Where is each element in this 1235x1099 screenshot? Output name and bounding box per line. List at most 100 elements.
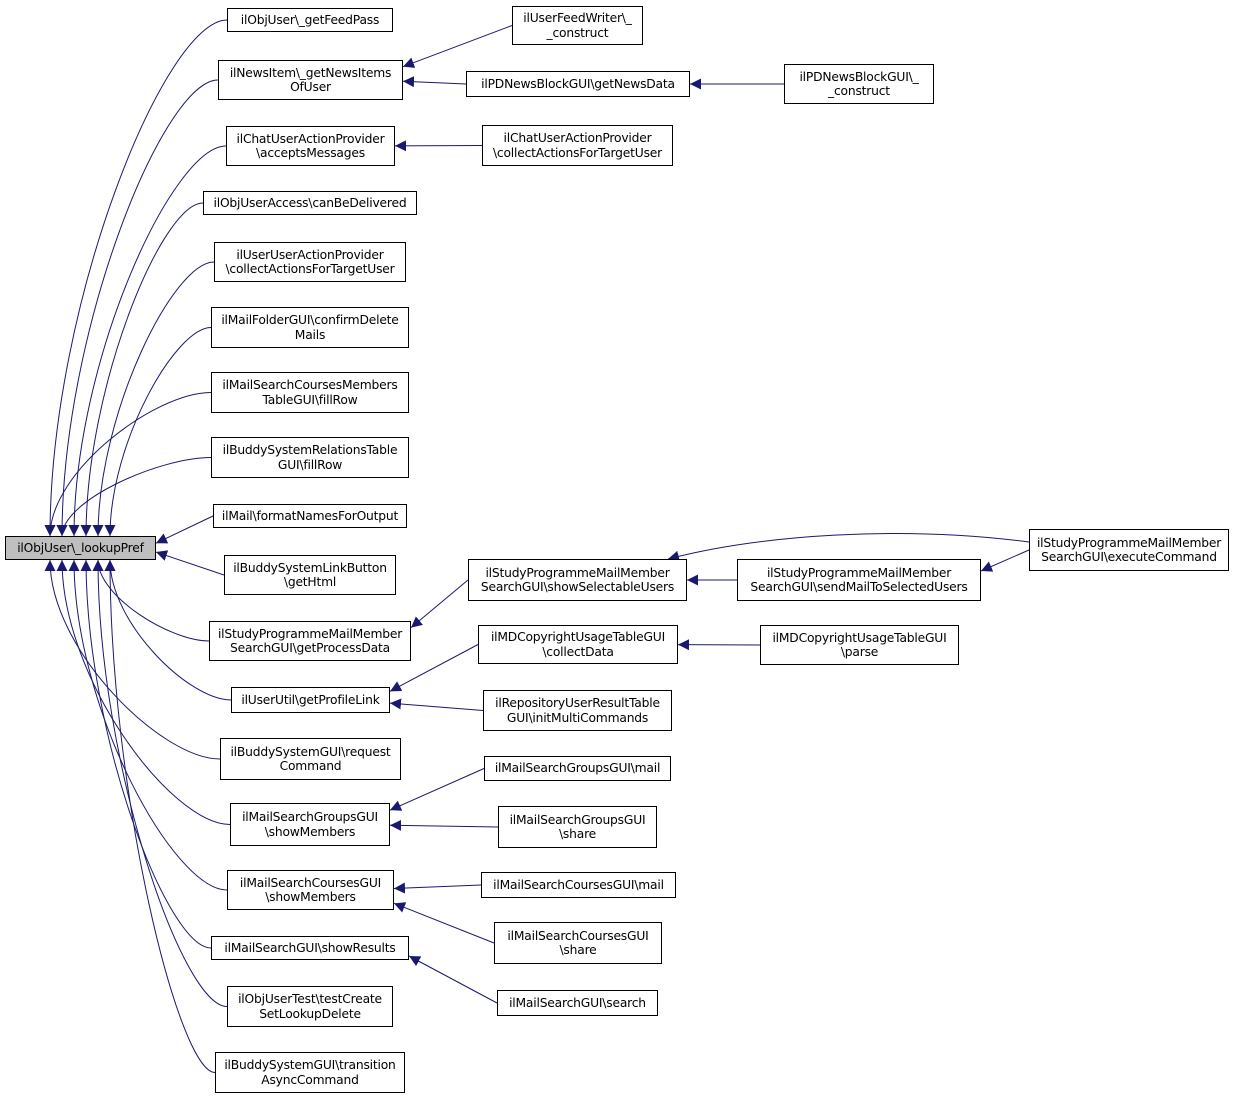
caller-node-getProfileLink[interactable]: ilUserUtil\getProfileLink [231, 687, 390, 713]
node-label-line: ilBuddySystemLinkButton [233, 560, 387, 575]
caller-node-search[interactable]: ilMailSearchGUI\search [497, 990, 658, 1016]
node-label-line: SearchGUI\sendMailToSelectedUsers [750, 580, 968, 594]
caller-node-getFeedPass[interactable]: ilObjUser\_getFeedPass [227, 8, 393, 32]
call-edge-confirmDeleteMails-to-root [104, 327, 212, 537]
caller-node-mdParse[interactable]: ilMDCopyrightUsageTableGUI\parse [760, 625, 959, 665]
call-edge-groupsMail-to-groupsShowMembers [389, 768, 485, 811]
node-label-line: TableGUI\fillRow [262, 392, 358, 407]
node-label-line: ilUserUtil\getProfileLink [241, 692, 380, 707]
node-label-line: ilUserUserActionProvider [236, 247, 384, 262]
node-label-line: Mails [294, 327, 326, 342]
caller-node-coursesShowMembers[interactable]: ilMailSearchCoursesGUI\showMembers [227, 870, 394, 910]
node-label-line: GUI\fillRow [277, 457, 343, 472]
node-label-line: ilStudyProgrammeMailMember [1036, 535, 1222, 550]
caller-node-acceptsMessages[interactable]: ilChatUserActionProvider\acceptsMessages [226, 126, 395, 166]
node-label-line: ilMailSearchCoursesGUI [507, 928, 649, 943]
node-label-line: AsyncCommand [261, 1072, 359, 1087]
node-label-line: GUI\initMultiCommands [506, 710, 649, 725]
node-label-line: \collectActionsForTargetUser [225, 262, 395, 276]
caller-node-formatNames[interactable]: ilMail\formatNamesForOutput [213, 504, 407, 528]
node-label-line: ilMailSearchGroupsGUI [242, 810, 378, 824]
node-label-line: \collectActionsForTargetUser [492, 145, 662, 160]
call-edge-canBeDelivered-to-root [80, 202, 204, 537]
node-label-line: ilMailSearchGroupsGUI\mail [494, 761, 661, 776]
caller-node-canBeDelivered[interactable]: ilObjUserAccess\canBeDelivered [203, 191, 417, 215]
call-edge-coursesShowMembers-to-root [68, 559, 228, 891]
call-edge-buddyGetHtml-to-root [155, 550, 225, 576]
node-label-line: ilObjUserTest\testCreate [238, 992, 382, 1006]
node-label-line: SearchGUI\getProcessData [230, 641, 390, 655]
node-label-line: \acceptsMessages [256, 146, 365, 160]
call-edge-testCreate-to-root [92, 559, 228, 1007]
call-edge-executeCommand-to-showSelectableUsers [667, 533, 1030, 562]
call-edge-formatNames-to-root [155, 515, 214, 544]
node-label-line: _construct [828, 84, 890, 98]
node-label-line: ilStudyProgrammeMailMember [217, 626, 403, 641]
caller-node-showResults[interactable]: ilMailSearchGUI\showResults [211, 936, 409, 960]
call-edge-coursesMembersFillRow-to-root [44, 392, 212, 537]
caller-node-userCollectActions[interactable]: ilUserUserActionProvider\collectActionsF… [214, 242, 406, 282]
node-label-line: ilObjUser\_lookupPref [17, 540, 144, 555]
node-label-line: ilUserFeedWriter\_ [523, 11, 632, 25]
node-label-line: ilPDNewsBlockGUI\getNewsData [481, 76, 675, 91]
caller-node-mdCollectData[interactable]: ilMDCopyrightUsageTableGUI\collectData [478, 625, 678, 664]
call-edge-coursesShare-to-coursesShowMembers [393, 902, 495, 944]
node-label-line: ilMailSearchGroupsGUI [509, 812, 646, 827]
node-label-line: \getHtml [283, 575, 337, 589]
node-label-line: SearchGUI\showSelectableUsers [480, 580, 675, 594]
caller-node-buddyGetHtml[interactable]: ilBuddySystemLinkButton\getHtml [224, 555, 396, 595]
node-label-line: SearchGUI\executeCommand [1041, 550, 1217, 564]
call-edge-getNewsData-to-getNewsItemsOfUser [402, 76, 467, 88]
node-label-line: ilPDNewsBlockGUI\_ [799, 69, 919, 84]
node-label-line: Command [279, 759, 342, 773]
call-edge-showSelectableUsers-to-getProcessData [410, 579, 469, 629]
caller-node-groupsMail[interactable]: ilMailSearchGroupsGUI\mail [484, 756, 671, 781]
node-label-line: \showMembers [265, 890, 356, 904]
caller-node-feedWriterConstruct[interactable]: ilUserFeedWriter\__construct [512, 6, 643, 45]
call-edge-groupsShare-to-groupsShowMembers [389, 819, 499, 831]
call-edge-groupsShowMembers-to-root [56, 559, 231, 825]
caller-node-chatCollectActions[interactable]: ilChatUserActionProvider\collectActionsF… [482, 125, 673, 166]
node-label-line: _construct [546, 25, 609, 40]
caller-node-coursesShare[interactable]: ilMailSearchCoursesGUI\share [494, 922, 662, 964]
caller-node-coursesMail[interactable]: ilMailSearchCoursesGUI\mail [481, 872, 676, 898]
node-label-line: ilStudyProgrammeMailMember [766, 565, 952, 580]
call-edge-buddyRelationsFillRow-to-root [56, 457, 212, 537]
node-label-line: SetLookupDelete [259, 1006, 361, 1021]
call-edge-getProfileLink-to-root [104, 559, 232, 701]
call-edge-mdCollectData-to-getProfileLink [389, 644, 479, 692]
caller-node-getNewsData[interactable]: ilPDNewsBlockGUI\getNewsData [466, 71, 690, 97]
caller-node-groupsShare[interactable]: ilMailSearchGroupsGUI\share [498, 806, 657, 848]
node-label-line: ilMailSearchCoursesGUI\mail [493, 877, 664, 892]
node-label-line: \showMembers [264, 824, 356, 839]
root-node[interactable]: ilObjUser\_lookupPref [5, 536, 156, 560]
call-edge-getProcessData-to-root [92, 559, 210, 642]
node-label-line: ilStudyProgrammeMailMember [485, 565, 670, 580]
call-edge-userCollectActions-to-root [92, 261, 215, 537]
call-edge-feedWriterConstruct-to-getNewsItemsOfUser [402, 25, 513, 68]
call-edge-showResults-to-root [80, 559, 212, 949]
node-label-line: ilChatUserActionProvider [236, 131, 385, 146]
node-label-line: ilMail\formatNamesForOutput [221, 508, 399, 523]
call-edge-getFeedPass-to-root [44, 19, 228, 537]
caller-node-groupsShowMembers[interactable]: ilMailSearchGroupsGUI\showMembers [230, 803, 390, 846]
node-label-line: ilBuddySystemRelationsTable [222, 443, 398, 457]
node-label-line: \share [558, 827, 597, 841]
node-label-line: \collectData [542, 644, 614, 659]
call-edge-executeCommand-to-sendMailToSelected [980, 549, 1030, 572]
caller-node-newsBlockConstruct[interactable]: ilPDNewsBlockGUI\__construct [784, 64, 934, 104]
